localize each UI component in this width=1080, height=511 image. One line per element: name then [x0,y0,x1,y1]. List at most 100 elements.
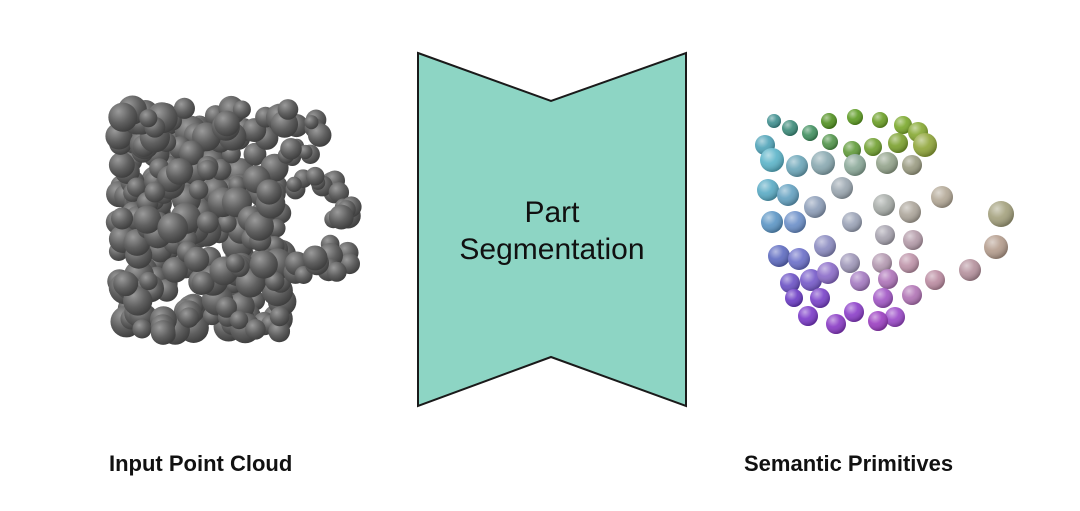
cloud-point [328,182,350,203]
primitive-sphere [888,133,908,153]
primitive-sphere [840,253,860,273]
primitive-sphere [822,134,838,150]
cloud-point [111,207,134,230]
cloud-point [162,256,188,283]
primitive-sphere [931,186,953,208]
cloud-point [150,320,176,345]
cloud-point [286,176,302,192]
cloud-point [166,158,193,185]
cloud-point [173,97,195,119]
semantic-primitives-caption: Semantic Primitives [744,451,954,476]
cloud-point [133,205,162,234]
primitive-sphere [761,211,783,233]
cloud-point [188,180,209,200]
primitive-sphere [798,306,818,326]
cloud-point [245,319,266,340]
primitive-sphere [864,138,882,156]
cloud-point [302,245,328,271]
cloud-point [178,307,200,328]
cloud-point [214,110,240,137]
cloud-point [108,102,138,132]
primitive-sphere [844,302,864,322]
primitive-sphere [760,148,784,172]
primitive-sphere [826,314,846,334]
cloud-point [217,213,237,233]
primitive-sphere [875,225,895,245]
cloud-point [179,140,204,166]
input-point-cloud-caption: Input Point Cloud [109,451,293,476]
cloud-point [184,246,210,272]
segmentation-label-line-1: Part [524,196,580,229]
primitive-sphere [959,259,981,281]
primitive-sphere [800,269,822,291]
primitive-sphere [847,109,863,125]
primitive-sphere [868,311,888,331]
segmentation-label-line-2: Segmentation [459,233,645,266]
cloud-point [196,211,219,234]
primitive-sphere [786,155,808,177]
primitive-sphere [784,211,806,233]
cloud-point [144,181,166,203]
primitive-sphere [821,113,837,129]
primitive-sphere [814,235,836,257]
primitive-sphere [876,152,898,174]
cloud-point [232,100,251,119]
primitive-sphere [844,154,866,176]
primitive-sphere [811,151,835,175]
part-segmentation-block [417,51,687,408]
primitive-sphere [817,262,839,284]
cloud-point [249,250,278,279]
primitive-sphere [925,270,945,290]
primitive-sphere [872,253,892,273]
primitive-sphere [984,235,1008,259]
primitive-sphere [810,288,830,308]
cloud-point [298,144,313,160]
cloud-point [229,310,249,330]
cloud-point [280,138,302,160]
cloud-point [269,306,290,327]
primitive-sphere [899,201,921,223]
primitive-sphere [988,201,1014,227]
primitive-sphere [885,307,905,327]
cloud-point [307,123,332,147]
primitive-sphere [785,289,803,307]
cloud-point [256,179,282,205]
primitive-sphere [780,273,800,293]
cloud-point [191,271,215,295]
primitive-sphere [873,288,893,308]
cloud-point [157,212,189,244]
cloud-point [126,177,147,197]
cloud-point [328,204,354,230]
primitive-sphere [899,253,919,273]
primitive-sphere [913,133,937,157]
semantic-primitives-spheres [755,109,1014,334]
cloud-point [277,99,299,120]
primitive-sphere [757,179,779,201]
primitive-sphere [902,285,922,305]
primitive-sphere [878,269,898,289]
input-point-cloud-mug [105,95,362,345]
primitive-sphere [788,248,810,270]
primitive-sphere [804,196,826,218]
primitive-sphere [894,116,912,134]
primitive-sphere [873,194,895,216]
cloud-point [268,320,291,343]
cloud-point [225,253,245,273]
primitive-sphere [872,112,888,128]
primitive-sphere [767,114,781,128]
primitive-sphere [902,155,922,175]
cloud-point [113,271,139,297]
primitive-sphere [802,125,818,141]
primitive-sphere [831,177,853,199]
cloud-point [139,271,158,291]
primitive-sphere [777,184,799,206]
cloud-point [304,115,319,130]
primitive-sphere [842,212,862,232]
cloud-point [243,142,267,166]
cloud-point [305,166,325,186]
cloud-point [108,151,135,178]
primitive-sphere [850,271,870,291]
cloud-point [197,159,218,180]
cloud-point [215,296,238,318]
